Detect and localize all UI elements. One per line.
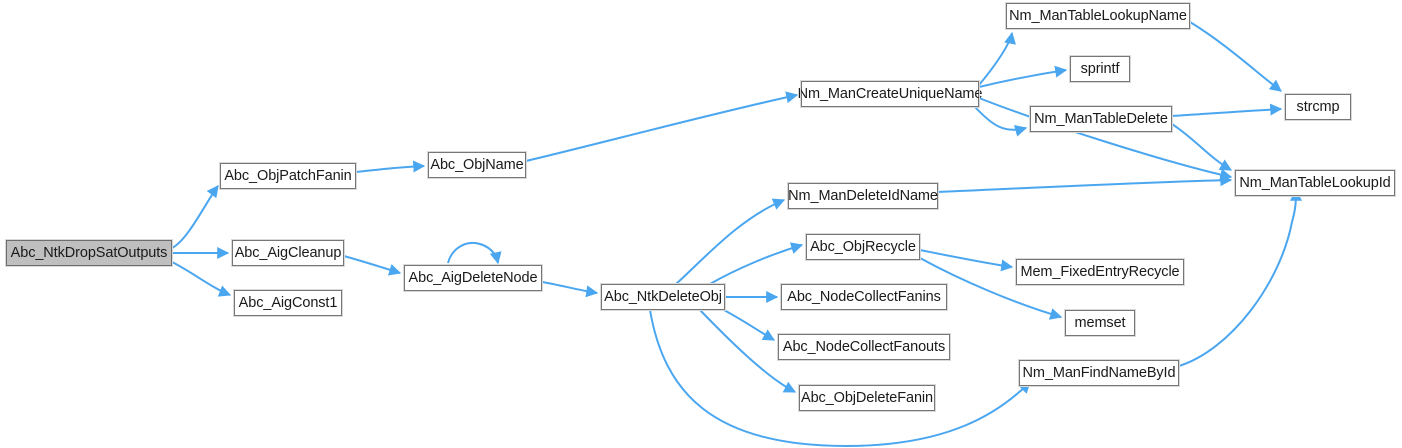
call-edge-n15-to-n20 — [1171, 123, 1233, 171]
function-node-abc-ntkdropsatoutputs[interactable]: Abc_NtkDropSatOutputs — [5, 239, 173, 267]
function-node-label: memset — [1074, 315, 1126, 331]
function-node-label: Mem_FixedEntryRecycle — [1020, 264, 1180, 280]
function-node-strcmp[interactable]: strcmp — [1284, 93, 1352, 121]
function-node-label: Nm_ManTableLookupName — [1009, 8, 1187, 24]
call-edge-n6-to-n18 — [649, 309, 1031, 448]
function-node-nm-mantablelookupname[interactable]: Nm_ManTableLookupName — [1005, 2, 1191, 30]
function-node-abc-ntkdeleteobj[interactable]: Abc_NtkDeleteObj — [600, 283, 726, 311]
call-edge-n1-to-n4 — [355, 160, 426, 173]
call-edge-n5-to-n6 — [541, 281, 599, 298]
function-node-memset[interactable]: memset — [1064, 309, 1136, 337]
function-node-label: Nm_ManTableLookupId — [1239, 175, 1391, 191]
function-node-abc-objrecycle[interactable]: Abc_ObjRecycle — [805, 233, 921, 261]
function-node-nm-mandeleteidname[interactable]: Nm_ManDeleteIdName — [787, 182, 939, 210]
function-node-abc-objdeletefanin[interactable]: Abc_ObjDeleteFanin — [798, 384, 936, 412]
function-node-abc-objpatchfanin[interactable]: Abc_ObjPatchFanin — [219, 162, 357, 190]
call-edge-n9-to-n16 — [919, 249, 1014, 272]
call-edge-n8-to-n20 — [937, 174, 1233, 193]
function-node-label: Abc_NtkDropSatOutputs — [10, 245, 168, 261]
call-edge-n9-to-n17 — [919, 257, 1063, 320]
call-edge-n6-to-n12 — [699, 309, 797, 393]
function-node-label: Nm_ManFindNameById — [1022, 365, 1176, 381]
call-edge-n4-to-n7 — [525, 91, 799, 162]
function-node-label: Nm_ManDeleteIdName — [788, 188, 938, 204]
call-edge-n6-to-n8 — [675, 198, 786, 285]
function-node-label: Abc_AigDeleteNode — [408, 270, 538, 286]
function-node-label: Abc_ObjRecycle — [810, 239, 916, 255]
function-node-label: Abc_AigConst1 — [238, 295, 338, 311]
call-edge-n7-to-n20 — [978, 97, 1233, 181]
function-node-label: sprintf — [1080, 61, 1120, 77]
call-edge-n0-to-n3 — [171, 261, 232, 297]
call-edge-n18-to-n20 — [1178, 188, 1302, 367]
function-node-label: Abc_ObjDeleteFanin — [801, 390, 933, 406]
function-node-abc-aigcleanup[interactable]: Abc_AigCleanup — [231, 239, 345, 267]
function-node-label: Nm_ManCreateUniqueName — [797, 86, 983, 102]
function-node-abc-objname[interactable]: Abc_ObjName — [427, 151, 527, 179]
call-edge-n7-to-n14 — [978, 65, 1068, 88]
function-node-label: Abc_NodeCollectFanouts — [782, 339, 946, 355]
function-node-label: Abc_ObjName — [430, 157, 524, 173]
call-edge-n0-to-n1 — [171, 185, 219, 249]
function-node-label: Abc_NodeCollectFanins — [787, 289, 941, 305]
function-node-abc-aigdeletenode[interactable]: Abc_AigDeleteNode — [403, 264, 543, 292]
call-edge-n7-to-n15 — [974, 106, 1028, 137]
call-edge-n5-to-n5 — [447, 242, 502, 265]
function-node-nm-manfindnamebyid[interactable]: Nm_ManFindNameById — [1018, 359, 1180, 387]
call-edge-n15-to-n19 — [1171, 103, 1283, 117]
edges-group — [171, 21, 1302, 448]
function-node-abc-nodecollectfanouts[interactable]: Abc_NodeCollectFanouts — [777, 333, 951, 361]
function-node-label: strcmp — [1296, 99, 1340, 115]
call-edge-n2-to-n5 — [343, 255, 402, 276]
call-edge-n6-to-n9 — [709, 242, 804, 285]
function-node-mem-fixedentryrecycle[interactable]: Mem_FixedEntryRecycle — [1015, 258, 1185, 286]
function-node-label: Nm_ManTableDelete — [1034, 111, 1168, 127]
function-node-nm-mantabledelete[interactable]: Nm_ManTableDelete — [1029, 105, 1173, 133]
function-node-label: Abc_AigCleanup — [234, 245, 342, 261]
function-node-label: Abc_ObjPatchFanin — [224, 168, 352, 184]
function-node-nm-mancreateuniquename[interactable]: Nm_ManCreateUniqueName — [798, 80, 982, 108]
function-node-abc-nodecollectfanins[interactable]: Abc_NodeCollectFanins — [780, 283, 948, 311]
function-node-label: Abc_NtkDeleteObj — [604, 289, 722, 305]
function-node-abc-aigconst1[interactable]: Abc_AigConst1 — [233, 289, 343, 317]
function-node-nm-mantablelookupid[interactable]: Nm_ManTableLookupId — [1234, 169, 1396, 197]
function-node-sprintf[interactable]: sprintf — [1069, 55, 1131, 83]
call-edge-n7-to-n13 — [978, 31, 1016, 86]
call-edge-n13-to-n19 — [1189, 21, 1282, 92]
call-edge-n6-to-n11 — [719, 307, 776, 341]
